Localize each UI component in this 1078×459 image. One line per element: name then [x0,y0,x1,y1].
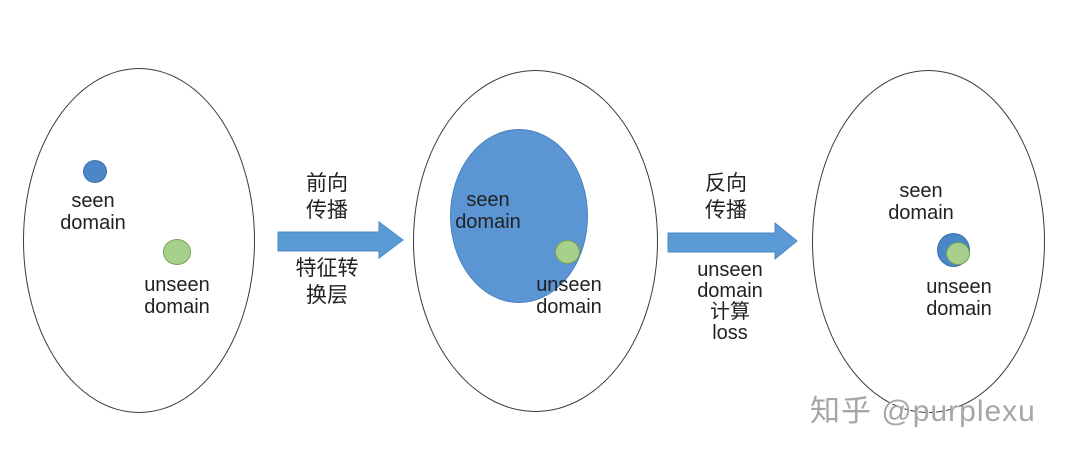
left-seen-domain-dot [83,160,107,183]
right-outer-ellipse [812,70,1045,413]
forward-arrow-top-label: 前向 传播 [306,172,348,222]
left-outer-ellipse [23,68,255,413]
right-unseen-domain-dot [946,242,970,265]
right-seen-domain-label: seen domain [888,180,954,224]
forward-arrow-shape [277,221,404,259]
backward-arrow-bottom-label: unseen domain 计算 loss [697,259,763,344]
backward-arrow-top-label: 反向 传播 [705,172,747,222]
middle-unseen-domain-label: unseen domain [536,274,602,318]
left-unseen-domain-label: unseen domain [144,274,210,318]
forward-arrow-icon [277,221,404,259]
left-unseen-domain-dot [163,239,191,265]
left-seen-domain-label: seen domain [60,190,126,234]
backward-arrow-shape [667,221,798,261]
middle-seen-domain-label: seen domain [455,189,521,233]
backward-arrow-icon [667,221,798,261]
middle-outer-ellipse [413,70,658,412]
forward-arrow-bottom-label: 特征转 换层 [295,257,359,307]
middle-unseen-domain-dot [555,240,580,264]
right-unseen-domain-label: unseen domain [926,276,992,320]
watermark: 知乎 @purplexu [810,395,1036,428]
middle-seen-domain-region [450,129,588,303]
